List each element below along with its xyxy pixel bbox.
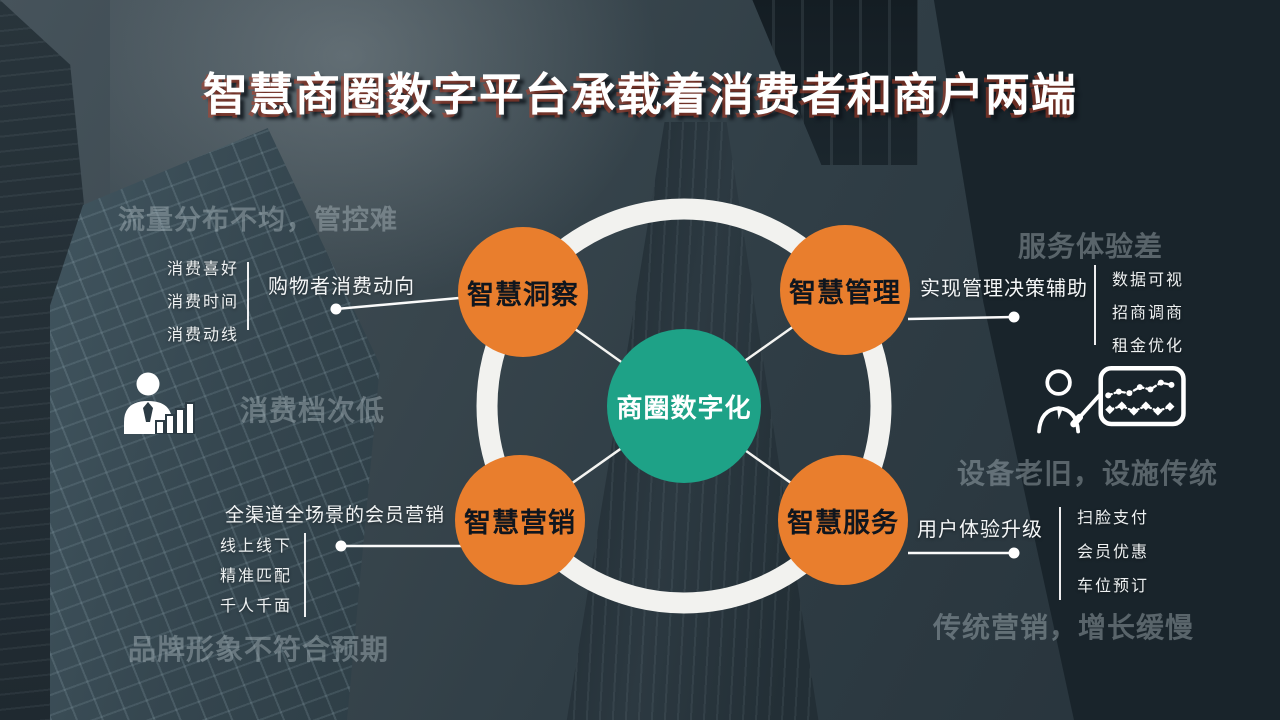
node-label-service: 智慧服务: [787, 507, 899, 538]
list-item: 数据可视: [1112, 272, 1185, 289]
list-item: 消费时间: [167, 294, 240, 311]
list-item: 车位预订: [1077, 578, 1150, 595]
presenter-line-chart-icon: [1030, 354, 1188, 447]
node-label-insight: 智慧洞察: [467, 279, 579, 310]
list-item: 消费动线: [167, 327, 240, 344]
node-label-marketing: 智慧营销: [464, 507, 576, 538]
management-desc: 实现管理决策辅助: [920, 278, 1088, 300]
center-label: 商圈数字化: [616, 392, 752, 423]
list-item: 精准匹配: [220, 568, 293, 585]
management-items: 数据可视 招商调商 租金优化: [1112, 264, 1184, 363]
divider: [1059, 507, 1061, 600]
insight-items: 消费喜好 消费时间 消费动线: [167, 253, 239, 352]
pain-point-old-equipment: 设备老旧，设施传统: [957, 458, 1219, 489]
pain-point-brand-image: 品牌形象不符合预期: [128, 634, 390, 665]
service-items: 扫脸支付 会员优惠 车位预订: [1077, 502, 1149, 604]
list-item: 扫脸支付: [1077, 510, 1150, 527]
pain-point-service-experience: 服务体验差: [1018, 231, 1164, 262]
divider: [304, 533, 306, 617]
node-label-management: 智慧管理: [789, 277, 901, 308]
list-item: 线上线下: [220, 538, 293, 555]
person-bar-chart-icon: [122, 372, 198, 439]
service-desc: 用户体验升级: [917, 519, 1043, 541]
list-item: 招商调商: [1112, 305, 1185, 322]
divider: [1094, 265, 1096, 345]
list-item: 租金优化: [1112, 338, 1185, 355]
pain-point-consumption-level: 消费档次低: [240, 395, 386, 426]
marketing-desc: 全渠道全场景的会员营销: [225, 505, 446, 526]
connector-dot-service: [1008, 547, 1020, 559]
insight-desc: 购物者消费动向: [268, 276, 415, 298]
slide-title: 智慧商圈数字平台承载着消费者和商户两端: [202, 69, 1077, 120]
pain-point-traditional-marketing: 传统营销，增长缓慢: [933, 612, 1195, 643]
list-item: 消费喜好: [167, 261, 240, 278]
pain-point-traffic: 流量分布不均，管控难: [118, 205, 398, 235]
list-item: 会员优惠: [1077, 544, 1150, 561]
marketing-items: 线上线下 精准匹配 千人千面: [220, 532, 292, 622]
list-item: 千人千面: [220, 598, 293, 615]
divider: [247, 262, 249, 330]
